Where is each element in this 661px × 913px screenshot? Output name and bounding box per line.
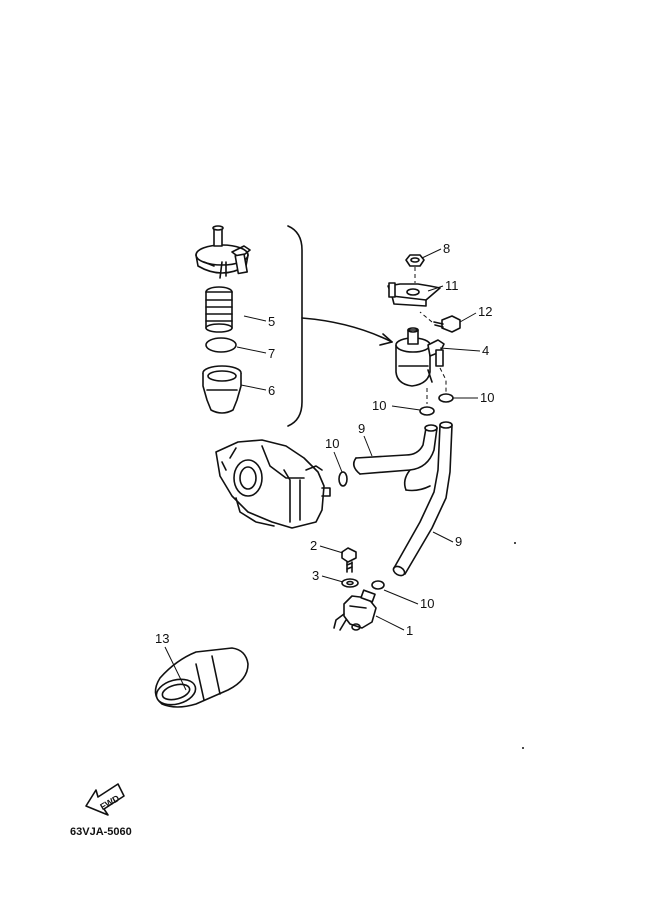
callout-9a: 9 (358, 421, 365, 436)
grommet-part (154, 647, 249, 708)
callout-6: 6 (268, 383, 275, 398)
carburetor-part (215, 439, 331, 529)
callout-3: 3 (312, 568, 319, 583)
callout-8: 8 (443, 241, 450, 256)
fuel-filter-assembly (395, 327, 445, 387)
hose-clip (419, 406, 435, 416)
callout-2: 2 (310, 538, 317, 553)
callout-4: 4 (482, 343, 489, 358)
callout-10d: 10 (420, 596, 434, 611)
callout-5: 5 (268, 314, 275, 329)
filter-bowl-part (202, 365, 242, 414)
callout-12: 12 (478, 304, 492, 319)
group-bracket (287, 225, 303, 427)
washer-part (341, 578, 359, 588)
fuel-hose-lower (392, 421, 453, 577)
callout-11: 11 (445, 278, 459, 293)
o-ring-part (205, 337, 237, 353)
hose-clip (371, 580, 385, 590)
callout-10b: 10 (372, 398, 386, 413)
assembly-arrow (301, 317, 393, 343)
fwd-arrow: FWD (85, 783, 125, 816)
leader-lines (164, 248, 481, 691)
filter-element-part (205, 286, 233, 333)
fuel-hose-upper (352, 424, 438, 491)
screw-part (341, 547, 357, 573)
nut-part (405, 254, 425, 267)
hose-clip (338, 471, 348, 487)
callout-10c: 10 (325, 436, 339, 451)
callout-7: 7 (268, 346, 275, 361)
diagram-code: 63VJA-5060 (70, 826, 132, 838)
bolt-part (433, 315, 461, 333)
callout-9b: 9 (455, 534, 462, 549)
callout-10a: 10 (480, 390, 494, 405)
filter-cap-part (195, 225, 251, 279)
callout-1: 1 (406, 623, 413, 638)
callout-13: 13 (155, 631, 169, 646)
fuel-joint-part (333, 589, 377, 631)
filter-bracket-part (387, 282, 441, 307)
hose-clip (438, 393, 454, 403)
